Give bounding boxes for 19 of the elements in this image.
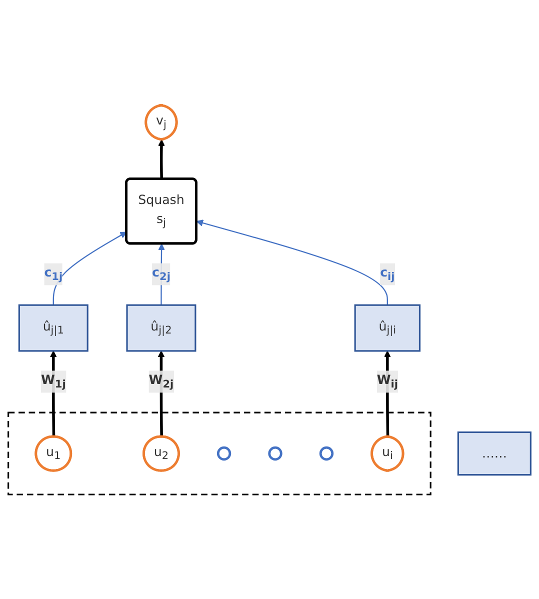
node-box: û$_{j|2}$ bbox=[126, 304, 196, 352]
arrow bbox=[158, 139, 165, 179]
edge-label: c$_{ij}$ bbox=[380, 264, 395, 283]
arrow bbox=[52, 231, 127, 305]
edge-label: c$_{1j}$ bbox=[44, 264, 63, 283]
edge-label: c$_{2j}$ bbox=[152, 264, 170, 283]
edge-label: W$_{ij}$ bbox=[376, 372, 398, 390]
node-circle bbox=[216, 446, 232, 460]
arrow bbox=[384, 350, 391, 437]
node-box: û$_{j|i}$ bbox=[354, 304, 421, 352]
arrow bbox=[158, 243, 165, 305]
node-circle bbox=[319, 446, 334, 460]
node-box: …… bbox=[457, 431, 532, 476]
arrow bbox=[196, 219, 388, 305]
node-circle bbox=[268, 446, 282, 460]
edge-label: W$_{1j}$ bbox=[40, 372, 66, 390]
edge-label: W$_{2j}$ bbox=[148, 372, 174, 390]
node-box: û$_{j|1}$ bbox=[18, 304, 88, 352]
cluster bbox=[8, 411, 432, 495]
